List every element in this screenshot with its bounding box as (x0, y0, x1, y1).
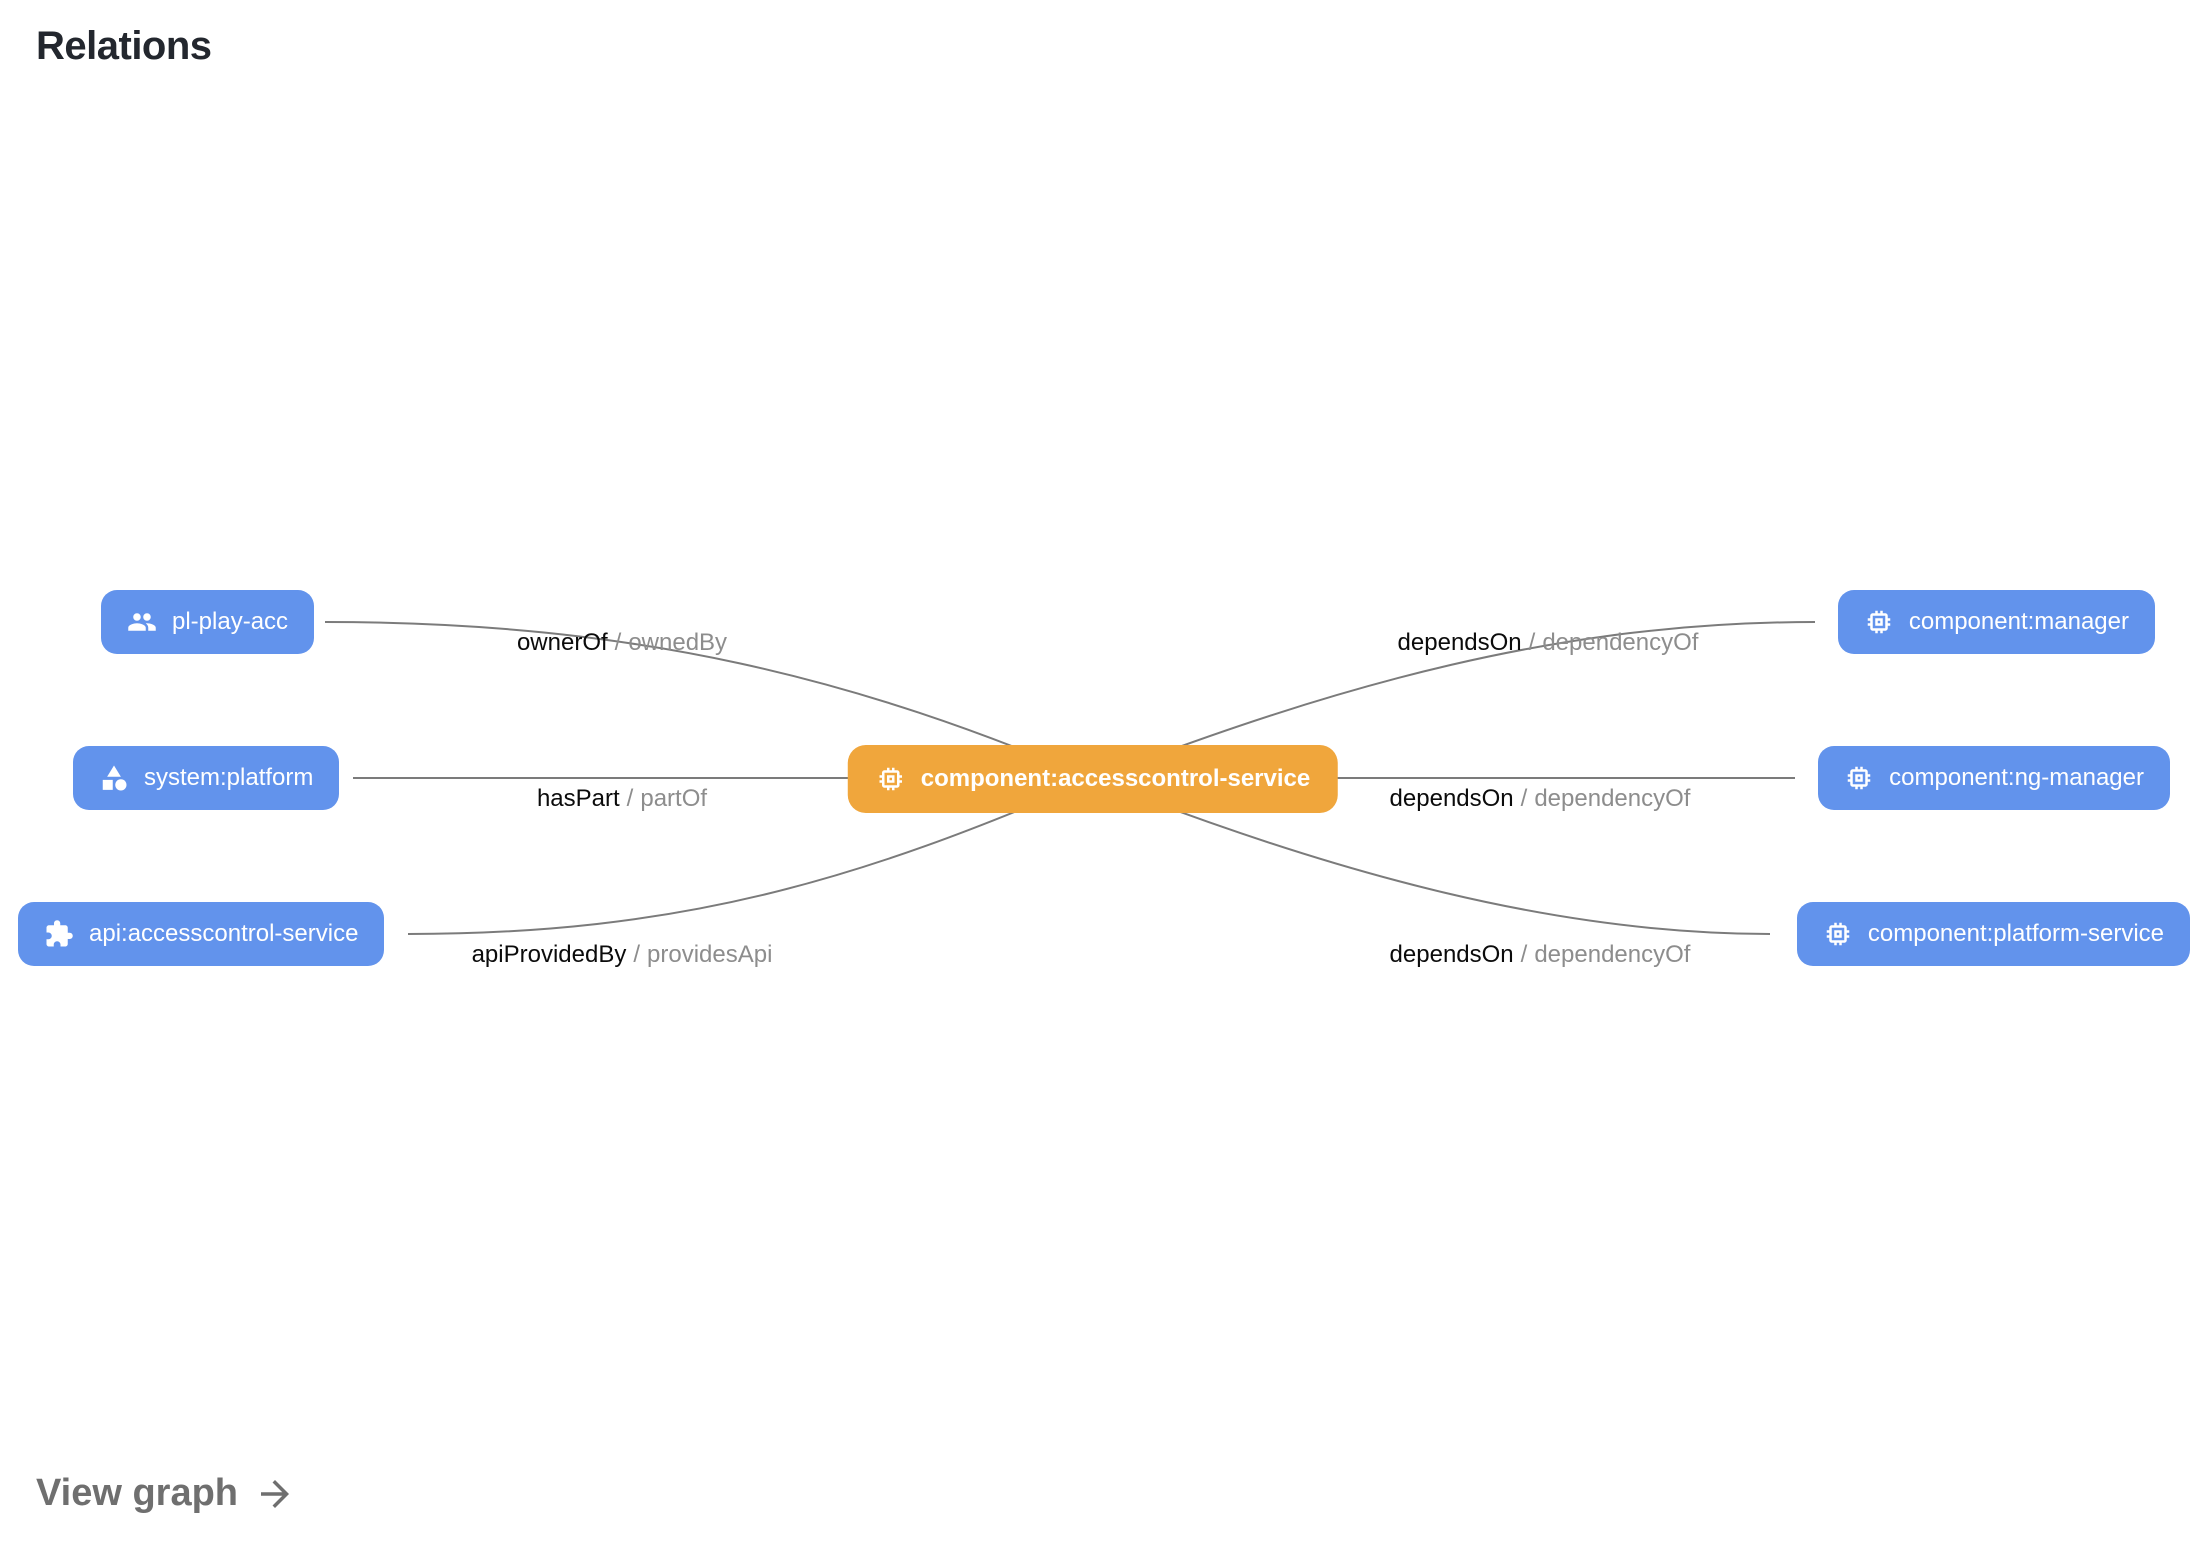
node-pl-play-acc[interactable]: pl-play-acc (101, 590, 315, 654)
people-icon (127, 607, 157, 637)
node-label: pl-play-acc (172, 608, 289, 635)
chip-icon (876, 764, 906, 794)
node-label: component:ng-manager (1889, 764, 2144, 791)
page-title: Relations (36, 24, 212, 68)
node-component-accesscontrol-service[interactable]: component:accesscontrol-service (847, 745, 1339, 813)
node-component-platform-service[interactable]: component:platform-service (1796, 902, 2190, 966)
chip-icon (1844, 763, 1874, 793)
node-label: component:platform-service (1867, 920, 2164, 947)
node-component-ng-manager[interactable]: component:ng-manager (1818, 746, 2170, 810)
chip-icon (1823, 919, 1853, 949)
edge-label-dependson-3: dependsOn/dependencyOf (1389, 941, 1691, 968)
edge-label-dependson-1: dependsOn/dependencyOf (1397, 629, 1699, 656)
node-label: component:manager (1908, 608, 2129, 635)
node-api-accesscontrol-service[interactable]: api:accesscontrol-service (18, 902, 385, 966)
node-component-manager[interactable]: component:manager (1837, 590, 2155, 654)
arrow-right-icon (261, 1479, 290, 1508)
node-label: api:accesscontrol-service (89, 920, 359, 947)
puzzle-icon (44, 919, 74, 949)
view-graph-label: View graph (36, 1472, 239, 1514)
chip-icon (1864, 607, 1894, 637)
edge-label-dependson-2: dependsOn/dependencyOf (1389, 785, 1691, 812)
node-label: system:platform (144, 764, 314, 791)
node-system-platform[interactable]: system:platform (73, 746, 340, 810)
edge-label-haspart: hasPart/partOf (536, 785, 708, 812)
view-graph-link[interactable]: View graph (36, 1472, 296, 1515)
edge-label-apiprovidedby: apiProvidedBy/providesApi (471, 941, 773, 968)
node-label: component:accesscontrol-service (920, 765, 1311, 792)
edge-label-ownerof: ownerOf/ownedBy (516, 629, 728, 656)
shapes-icon (99, 763, 129, 793)
